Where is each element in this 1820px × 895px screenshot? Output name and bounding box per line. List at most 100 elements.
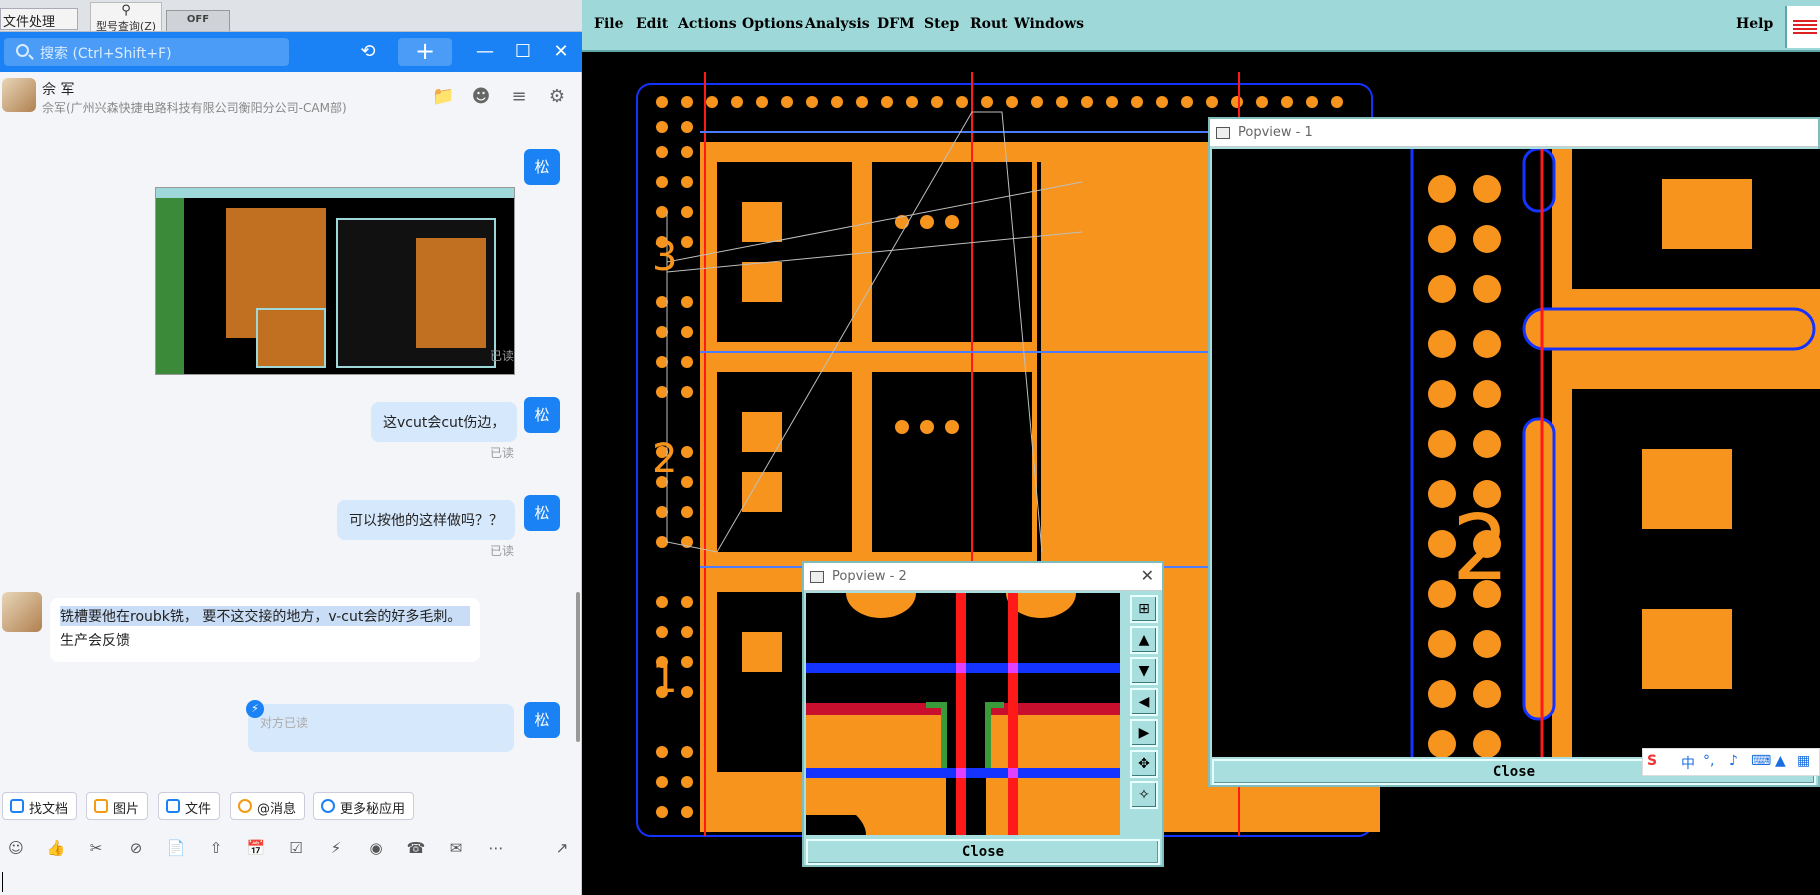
file-button[interactable]: 文件 xyxy=(158,792,221,820)
contact-name: 佘 军 xyxy=(42,82,75,98)
search-icon xyxy=(16,44,29,57)
menu-rout[interactable]: Rout xyxy=(970,16,1008,32)
folder-icon[interactable]: 📁 xyxy=(432,86,455,107)
self-avatar[interactable]: 松 xyxy=(524,149,560,185)
gear-icon[interactable]: ⚙ xyxy=(548,86,566,107)
self-avatar[interactable]: 松 xyxy=(524,397,560,433)
self-avatar[interactable]: 松 xyxy=(524,495,560,531)
image-button[interactable]: 图片 xyxy=(86,792,149,820)
thumbs-up-icon[interactable]: 👍 xyxy=(46,839,66,857)
chat-header: 搜索 (Ctrl+Shift+F) ⟲ + — ☐ ✕ xyxy=(0,32,582,72)
logo-icon xyxy=(1785,6,1820,48)
image-icon xyxy=(94,799,108,813)
doc-icon xyxy=(10,799,24,813)
menu-help[interactable]: Help xyxy=(1736,16,1774,32)
menu-dfm[interactable]: DFM xyxy=(877,16,915,32)
keyboard-icon[interactable]: ⌨ xyxy=(1751,753,1772,769)
popview-1-window[interactable]: Popview - 1 2 Close xyxy=(1208,117,1820,787)
pan-up-icon[interactable]: ▲ xyxy=(1130,626,1158,654)
popview-2-window[interactable]: Popview - 2✕ ⊞ ▲ ▼ ◀ ▶ ✥ ✧ Close xyxy=(802,561,1164,867)
calendar-icon[interactable]: 📅 xyxy=(246,839,266,857)
search-input[interactable]: 搜索 (Ctrl+Shift+F) xyxy=(4,38,289,66)
pan-left-icon[interactable]: ◀ xyxy=(1130,688,1158,716)
menu-analysis[interactable]: Analysis xyxy=(805,16,870,32)
emoji-icon[interactable]: ☺ xyxy=(8,839,24,857)
off-toggle[interactable]: OFF xyxy=(166,10,230,31)
read-status: 已读 xyxy=(490,544,515,558)
more-apps-button[interactable]: 更多秘应用 xyxy=(313,792,415,820)
history-icon[interactable]: ⟲ xyxy=(360,41,376,62)
message-bubble[interactable]: 铣槽要他在roubk铣， 要不这交接的地方，v-cut会的好多毛刺。 生产会反馈 xyxy=(50,598,480,662)
phone-icon[interactable]: ☎ xyxy=(406,839,426,857)
board-label: 1 xyxy=(652,656,677,702)
sogou-icon: S xyxy=(1647,753,1658,769)
more-icon[interactable]: ⋯ xyxy=(488,839,504,857)
read-status: 已读 xyxy=(490,349,515,363)
message-input[interactable] xyxy=(0,868,576,895)
record-icon[interactable]: ◉ xyxy=(369,839,383,857)
lightning-icon[interactable]: ⚡ xyxy=(330,839,342,857)
scrollbar[interactable] xyxy=(576,592,580,742)
lightning-icon: ⚡ xyxy=(246,700,264,718)
window-icon xyxy=(810,571,824,583)
avatar[interactable] xyxy=(2,78,36,112)
popview-1-title[interactable]: Popview - 1 xyxy=(1210,119,1818,147)
mic-icon[interactable]: ♪ xyxy=(1729,753,1738,769)
upload-icon[interactable]: ⇧ xyxy=(209,839,223,857)
self-avatar[interactable]: 松 xyxy=(524,702,560,738)
close-icon[interactable]: ✕ xyxy=(1140,566,1154,585)
doc-add-icon[interactable]: 📄 xyxy=(166,839,186,857)
pan-right-icon[interactable]: ▶ xyxy=(1130,719,1158,747)
avatar[interactable] xyxy=(2,592,42,632)
menu-windows[interactable]: Windows xyxy=(1014,16,1085,32)
maximize-icon[interactable]: ☐ xyxy=(514,41,532,62)
pan-down-icon[interactable]: ▼ xyxy=(1130,657,1158,685)
mention-button[interactable]: @消息 xyxy=(230,792,306,820)
ime-toolbar[interactable]: S 中 °, ♪ ⌨ ▲ ▦ xyxy=(1642,748,1820,776)
apps-icon xyxy=(321,799,335,813)
at-icon xyxy=(238,799,252,813)
add-user-icon[interactable]: ☻ xyxy=(471,86,491,107)
popview-2-title[interactable]: Popview - 2✕ xyxy=(804,563,1162,591)
message-bubble[interactable]: 对方已读 xyxy=(248,704,514,752)
search-icon: ⚲ xyxy=(121,3,131,18)
mail-icon[interactable]: ✉ xyxy=(449,839,463,857)
top-taskbar: 文件处理 ⚲型号查询(Z) OFF xyxy=(0,0,582,32)
minimize-icon[interactable]: — xyxy=(476,41,494,62)
menu-options[interactable]: Options xyxy=(742,16,804,32)
menu-file[interactable]: File xyxy=(594,16,624,32)
cad-window: File Edit Actions Options Analysis DFM S… xyxy=(582,0,1820,895)
read-status: 已读 xyxy=(490,446,515,460)
message-bubble[interactable]: 这vcut会cut伤边， xyxy=(371,402,518,442)
slash-icon[interactable]: ⊘ xyxy=(129,839,143,857)
scissors-icon[interactable]: ✂ xyxy=(89,839,103,857)
ime-punct[interactable]: °, xyxy=(1703,753,1715,769)
menu-edit[interactable]: Edit xyxy=(636,16,669,32)
menu-actions[interactable]: Actions xyxy=(678,16,737,32)
popview-2-close-button[interactable]: Close xyxy=(806,839,1160,865)
image-message[interactable] xyxy=(155,187,515,375)
menu-step[interactable]: Step xyxy=(924,16,960,32)
fit-icon[interactable]: ✥ xyxy=(1130,750,1158,778)
find-doc-button[interactable]: 找文档 xyxy=(2,792,78,820)
checkbox-icon[interactable]: ☑ xyxy=(289,839,303,857)
search-list-icon[interactable]: ≡ xyxy=(511,86,527,107)
window-icon xyxy=(1216,127,1230,139)
shirt-icon[interactable]: ▲ xyxy=(1775,753,1786,769)
apps-icon[interactable]: ▦ xyxy=(1797,753,1811,769)
query-tab[interactable]: ⚲型号查询(Z) xyxy=(90,2,162,31)
zoom-in-icon[interactable]: ⊞ xyxy=(1130,595,1158,623)
folder-icon xyxy=(166,799,180,813)
ime-mode[interactable]: 中 xyxy=(1681,756,1695,772)
expand-icon[interactable]: ↗ xyxy=(555,839,569,857)
menu-bar: File Edit Actions Options Analysis DFM S… xyxy=(582,0,1820,52)
message-bubble[interactable]: 可以按他的这样做吗？？ xyxy=(337,500,515,540)
file-process-tab[interactable]: 文件处理 xyxy=(0,8,78,30)
board-label: 3 xyxy=(652,234,677,280)
close-icon[interactable]: ✕ xyxy=(553,41,569,62)
add-button[interactable]: + xyxy=(398,38,452,66)
popview-1-canvas[interactable]: 2 xyxy=(1212,149,1820,757)
board-label: 2 xyxy=(652,436,677,482)
zoom-out-icon[interactable]: ✧ xyxy=(1130,781,1158,809)
popview-2-canvas[interactable] xyxy=(806,593,1120,835)
